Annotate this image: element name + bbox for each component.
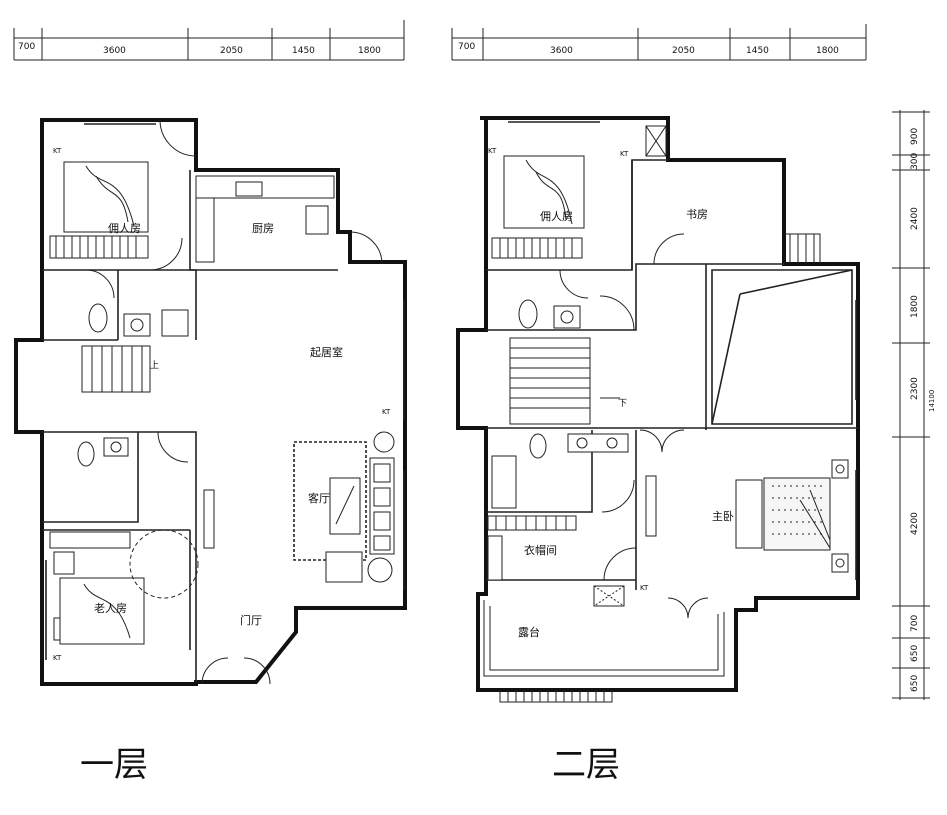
kt-label: KT — [488, 147, 497, 155]
dim-650: 650 — [910, 675, 920, 692]
dim-2050: 2050 — [672, 46, 695, 56]
kt-label: KT — [53, 147, 62, 155]
dimension-bar-floor2: 700 3600 2050 1450 1800 — [451, 24, 867, 61]
dim-1800: 1800 — [910, 295, 920, 318]
dim-700: 700 — [458, 42, 475, 52]
floor2-plan: KT KT KT 佣人房 书房 下 衣帽间 主卧 露台 — [456, 116, 860, 703]
dim-700: 700 — [910, 615, 920, 632]
room-label-terrace: 露台 — [518, 625, 540, 639]
floor2-caption: 二层 — [552, 745, 620, 785]
dim-2050: 2050 — [220, 46, 243, 56]
floor1-plan: KT KT KT 佣人房 厨房 起居室 上 客厅 老人房 门厅 — [14, 118, 407, 686]
stair-down-label: 下 — [618, 399, 627, 409]
dim-total: 14100 — [928, 390, 936, 412]
room-label-living-room: 起居室 — [310, 345, 343, 359]
dim-1800: 1800 — [816, 46, 839, 56]
dim-2300: 2300 — [910, 377, 920, 400]
room-label-kitchen: 厨房 — [252, 222, 274, 235]
dim-1450: 1450 — [292, 46, 315, 56]
room-label-servant-room: 佣人房 — [108, 222, 141, 235]
dim-3600: 3600 — [550, 46, 573, 56]
kt-label: KT — [382, 408, 391, 416]
room-label-elder-room: 老人房 — [94, 602, 127, 615]
dim-1800: 1800 — [358, 46, 381, 56]
kt-label: KT — [640, 584, 649, 592]
room-label-study: 书房 — [686, 208, 708, 221]
dimension-bar-floor1: 700 3600 2050 1450 1800 — [13, 20, 405, 61]
dimension-bar-side: 900 300 2400 1800 2300 4200 700 650 650 … — [892, 110, 936, 700]
dim-4200: 4200 — [910, 512, 920, 535]
dim-300: 300 — [910, 153, 920, 170]
dim-900: 900 — [910, 128, 920, 145]
room-label-closet: 衣帽间 — [524, 543, 557, 557]
dim-700: 700 — [18, 42, 35, 52]
room-label-servant-room: 佣人房 — [540, 210, 573, 223]
room-label-master-bedroom: 主卧 — [712, 510, 734, 523]
dim-650: 650 — [910, 645, 920, 662]
floor1-caption: 一层 — [80, 745, 148, 785]
stair-up-label: 上 — [150, 360, 159, 371]
room-label-parlor: 客厅 — [308, 491, 330, 505]
kt-label: KT — [53, 654, 62, 662]
kt-label: KT — [620, 150, 629, 158]
room-label-foyer: 门厅 — [240, 613, 262, 627]
dim-1450: 1450 — [746, 46, 769, 56]
dim-2400: 2400 — [910, 207, 920, 230]
dim-3600: 3600 — [103, 46, 126, 56]
